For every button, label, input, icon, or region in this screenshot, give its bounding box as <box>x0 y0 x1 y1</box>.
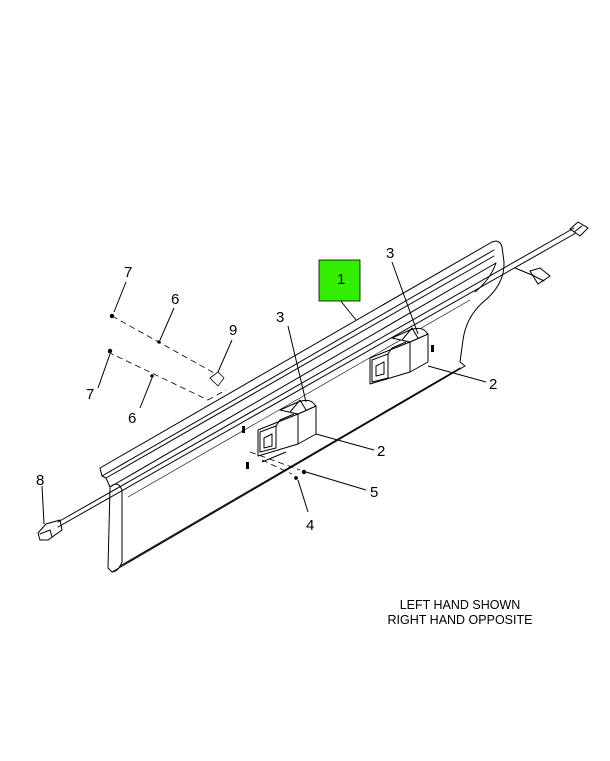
callout-6-lower: 6 <box>128 410 136 427</box>
clip-9 <box>209 371 225 387</box>
callout-2-right: 2 <box>489 376 497 393</box>
washer-6-lower <box>150 374 154 378</box>
slot <box>431 345 434 352</box>
callout-5: 5 <box>370 484 378 501</box>
slot <box>246 462 249 469</box>
callout-3-right: 3 <box>386 245 394 262</box>
callout-2-left: 2 <box>377 443 385 460</box>
callout-7-upper: 7 <box>124 264 132 281</box>
note-line-2: RIGHT HAND OPPOSITE <box>387 613 533 627</box>
highlight-box-item-1 <box>318 259 361 302</box>
screw-7-upper <box>109 313 115 319</box>
callout-7-lower: 7 <box>86 386 94 403</box>
note-line-1: LEFT HAND SHOWN <box>399 598 521 612</box>
callout-3-left: 3 <box>276 309 284 326</box>
fastener-parts <box>107 313 307 480</box>
leader-lines <box>41 261 487 525</box>
screw-7-lower <box>107 348 113 354</box>
screw-5 <box>301 469 307 475</box>
clip-assembly-left <box>257 399 317 463</box>
orientation-note: LEFT HAND SHOWN RIGHT HAND OPPOSITE <box>360 598 560 628</box>
washer-4 <box>294 476 298 480</box>
slot <box>242 426 245 433</box>
callout-9: 9 <box>229 322 237 339</box>
callout-1: 1 <box>337 271 345 288</box>
face-slots <box>242 345 434 469</box>
wire-harness <box>37 221 589 541</box>
washer-6-upper <box>157 340 161 344</box>
callout-6-upper: 6 <box>171 291 179 308</box>
clip-assembly-right <box>369 327 429 385</box>
rail-assembly <box>99 240 505 573</box>
exploded-lines <box>107 315 301 475</box>
callout-8: 8 <box>36 472 44 489</box>
callout-4: 4 <box>306 517 314 534</box>
